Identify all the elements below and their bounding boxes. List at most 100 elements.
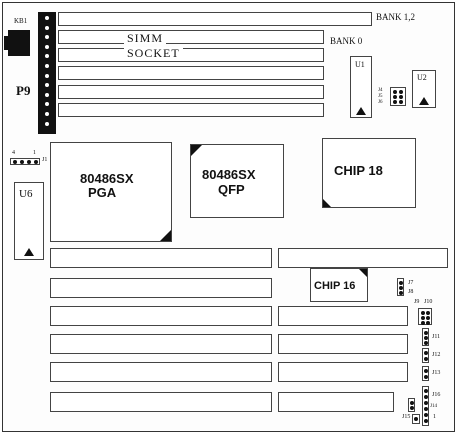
j10-label: J10 [424, 299, 433, 305]
pin [424, 336, 428, 340]
cpu-qfp-label-line2: QFP [218, 182, 245, 197]
j16-label: J16 [432, 392, 441, 398]
jumper-j1 [10, 158, 40, 165]
pin [20, 160, 24, 164]
p9-pin [45, 112, 49, 116]
chip18-pin1-marker [323, 199, 331, 207]
chip-u6 [14, 182, 44, 260]
pin [34, 160, 38, 164]
isa-slot-4-right [278, 334, 408, 354]
j16-pin1-label: 1 [433, 414, 436, 420]
pin [424, 375, 428, 379]
isa-slot-3-right [278, 306, 408, 326]
p9-pin [45, 35, 49, 40]
simm-slot-1 [58, 12, 372, 26]
j4-label: J4 [378, 88, 383, 93]
j7-label: J7 [408, 280, 414, 286]
cpu-80486sx-qfp [190, 144, 284, 218]
pin [424, 413, 428, 417]
pin [393, 100, 397, 104]
pin [421, 311, 425, 315]
keyboard-connector [8, 30, 30, 56]
p9-pin [45, 64, 49, 68]
j1-pin1-label: 1 [33, 150, 36, 156]
simm-label-line2: SOCKET [124, 47, 183, 59]
chip-18 [322, 138, 416, 208]
u6-pin1-marker [24, 248, 34, 256]
pin [426, 321, 430, 325]
pga-pin1-marker [160, 230, 171, 241]
isa-slot-3-left [50, 306, 272, 326]
jumper-j12 [422, 348, 429, 363]
p9-pin [45, 121, 49, 126]
simm-slot-4 [58, 66, 324, 80]
bank-1-2-label: BANK 1,2 [376, 12, 416, 22]
bank-0-label: BANK 0 [330, 36, 363, 46]
pin [424, 331, 428, 335]
isa-slot-5-right [278, 362, 408, 382]
pin [424, 395, 428, 399]
pin [424, 369, 428, 373]
chip-16-label: CHIP 16 [314, 280, 356, 292]
pin [399, 291, 403, 295]
p9-pin [45, 16, 49, 20]
jumper-j11 [422, 328, 429, 346]
chip16-pin1-marker [359, 269, 367, 277]
j15-label: J15 [402, 414, 411, 420]
simm-slot-2 [58, 30, 324, 44]
jumper-block-j4-j6 [390, 87, 406, 106]
simm-slot-3 [58, 48, 324, 62]
simm-slot-5 [58, 85, 324, 99]
simm-label-line1: SIMM [124, 32, 167, 44]
isa-slot-1-right [278, 248, 448, 268]
cpu-pga-label-line2: PGA [88, 185, 117, 200]
pin [424, 401, 428, 405]
kb1-label: KB1 [14, 17, 28, 25]
isa-slot-4-left [50, 334, 272, 354]
p9-pin [45, 73, 49, 78]
jumper-j16 [422, 386, 429, 426]
j1-pin4-label: 4 [12, 150, 15, 156]
u2-label: U2 [417, 73, 427, 82]
pin [399, 100, 403, 104]
p9-pin [45, 83, 49, 88]
p9-pin [45, 102, 49, 107]
jumper-j9-j10 [418, 308, 432, 325]
isa-slot-1-left [50, 248, 272, 268]
keyboard-connector-tab [4, 36, 10, 50]
pin [426, 311, 430, 315]
p9-pin [45, 54, 49, 59]
pin [410, 401, 414, 405]
pin [426, 316, 430, 320]
pin [399, 286, 403, 290]
j1-label: J1 [42, 157, 48, 163]
pin [399, 95, 403, 99]
jumper-j13 [422, 366, 429, 381]
power-connector-p9 [38, 12, 56, 134]
pin [424, 407, 428, 411]
pin [414, 417, 418, 421]
isa-slot-2-left [50, 278, 272, 298]
pin [13, 160, 17, 164]
simm-slot-6 [58, 103, 324, 117]
pin [421, 321, 425, 325]
jumper-j7-j8 [397, 278, 404, 296]
u1-label: U1 [355, 60, 365, 69]
p9-pin [45, 25, 49, 30]
j12-label: J12 [432, 352, 441, 358]
p9-pin [45, 92, 49, 97]
jumper-j15 [412, 414, 420, 424]
pin [424, 389, 428, 393]
pin [399, 90, 403, 94]
isa-slot-5-left [50, 362, 272, 382]
pin [421, 316, 425, 320]
p9-pin [45, 44, 49, 49]
j8-label: J8 [408, 289, 414, 295]
p9-label: P9 [16, 83, 31, 98]
cpu-80486sx-pga [50, 142, 172, 242]
chip-u1 [350, 56, 372, 118]
u6-label: U6 [19, 188, 33, 200]
jumper-j14 [408, 398, 415, 412]
j6-label: J6 [378, 100, 383, 105]
pin [410, 406, 414, 410]
